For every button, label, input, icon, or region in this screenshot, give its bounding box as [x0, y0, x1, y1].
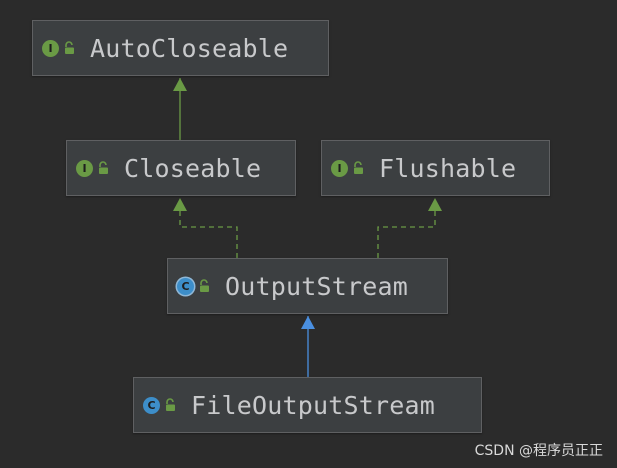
unlocked-icon: [200, 279, 209, 292]
arrowhead-closeable: [173, 198, 187, 211]
arrowhead-outputstream: [301, 316, 315, 329]
outputstream-node[interactable]: C OutputStream: [167, 258, 448, 314]
class-icon: C: [143, 396, 160, 414]
edge-outputstream-to-closeable: [179, 198, 238, 258]
arrowhead-autocloseable: [173, 78, 187, 91]
outputstream-label: OutputStream: [225, 271, 409, 301]
interface-icon: I: [331, 159, 348, 177]
unlocked-icon: [65, 41, 74, 54]
watermark: CSDN @程序员正正: [474, 443, 603, 459]
autocloseable-label: AutoCloseable: [90, 33, 289, 63]
flushable-label: Flushable: [379, 153, 517, 183]
flushable-node[interactable]: I Flushable: [321, 140, 550, 196]
arrowhead-flushable: [428, 198, 442, 211]
interface-icon: I: [42, 39, 59, 57]
edge-outputstream-to-flushable: [377, 198, 436, 258]
closeable-label: Closeable: [124, 153, 262, 183]
autocloseable-node[interactable]: I AutoCloseable: [32, 20, 329, 76]
unlocked-icon: [354, 161, 363, 174]
unlocked-icon: [99, 161, 108, 174]
unlocked-icon: [166, 398, 175, 411]
closeable-node[interactable]: I Closeable: [66, 140, 296, 196]
abstract-class-icon: C: [177, 277, 194, 295]
fileoutputstream-node[interactable]: C FileOutputStream: [133, 377, 482, 433]
interface-icon: I: [76, 159, 93, 177]
fileoutputstream-label: FileOutputStream: [191, 390, 436, 420]
